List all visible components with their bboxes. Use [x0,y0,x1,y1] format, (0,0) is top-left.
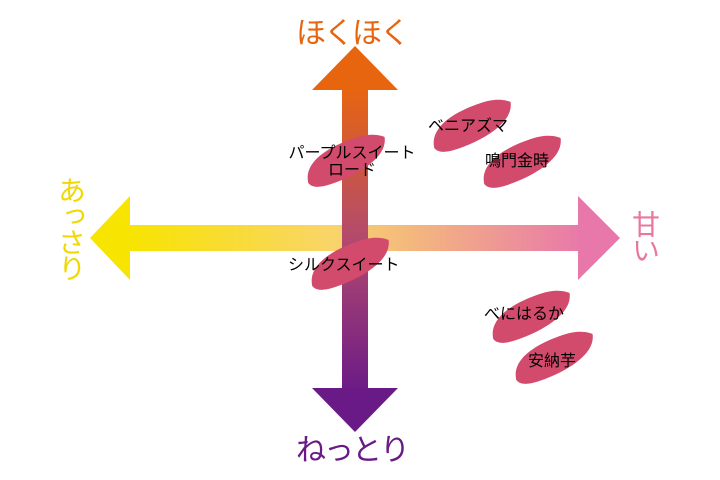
axis-label-bottom: ねっとり [296,425,408,469]
variety-label-narutokintoki: 鳴門金時 [485,152,549,169]
axis-label-top: ほくほく [296,8,408,52]
axis-label-right: 甘い [624,210,664,262]
axis-label-left: あっさり [50,176,90,280]
top-arrowhead [312,46,398,90]
variety-label-annoimo: 安納芋 [528,352,576,369]
right-arrowhead [578,196,620,280]
variety-label-purplesweetroad: パープルスイート ロード [278,144,426,178]
variety-label-silksweet: シルクスイート [288,256,400,273]
variety-label-beniazuma: ベニアズマ [428,117,508,134]
variety-label-beniharuka: べにはるか [484,305,564,322]
left-arrowhead [90,196,130,280]
